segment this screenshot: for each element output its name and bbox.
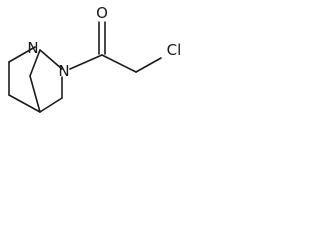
- atom-cl-label: Cl: [167, 41, 182, 59]
- atom-labels: N N O Cl: [27, 4, 181, 80]
- bond-n2-carbonyl: [69, 54, 103, 70]
- bond-middle-bridge-to-bridgehead: [29, 75, 41, 113]
- bond-n1-n2: [39, 49, 63, 70]
- bond-n1-middle-bridge: [29, 49, 41, 77]
- bond-lines: [8, 21, 162, 113]
- atom-n1-label: N: [27, 39, 38, 57]
- bond-carbonyl-ch2: [101, 54, 137, 73]
- atom-n2-label: N: [58, 62, 69, 80]
- bond-ch2-cl: [135, 57, 162, 73]
- bond-left-bottom-to-bridgehead: [8, 94, 41, 113]
- bond-n1-c-left-upper: [8, 46, 36, 63]
- atom-o-label: O: [96, 4, 108, 22]
- chemical-structure-diagram: N N O Cl: [8, 4, 181, 113]
- bond-bridgehead-to-right-c: [39, 97, 63, 113]
